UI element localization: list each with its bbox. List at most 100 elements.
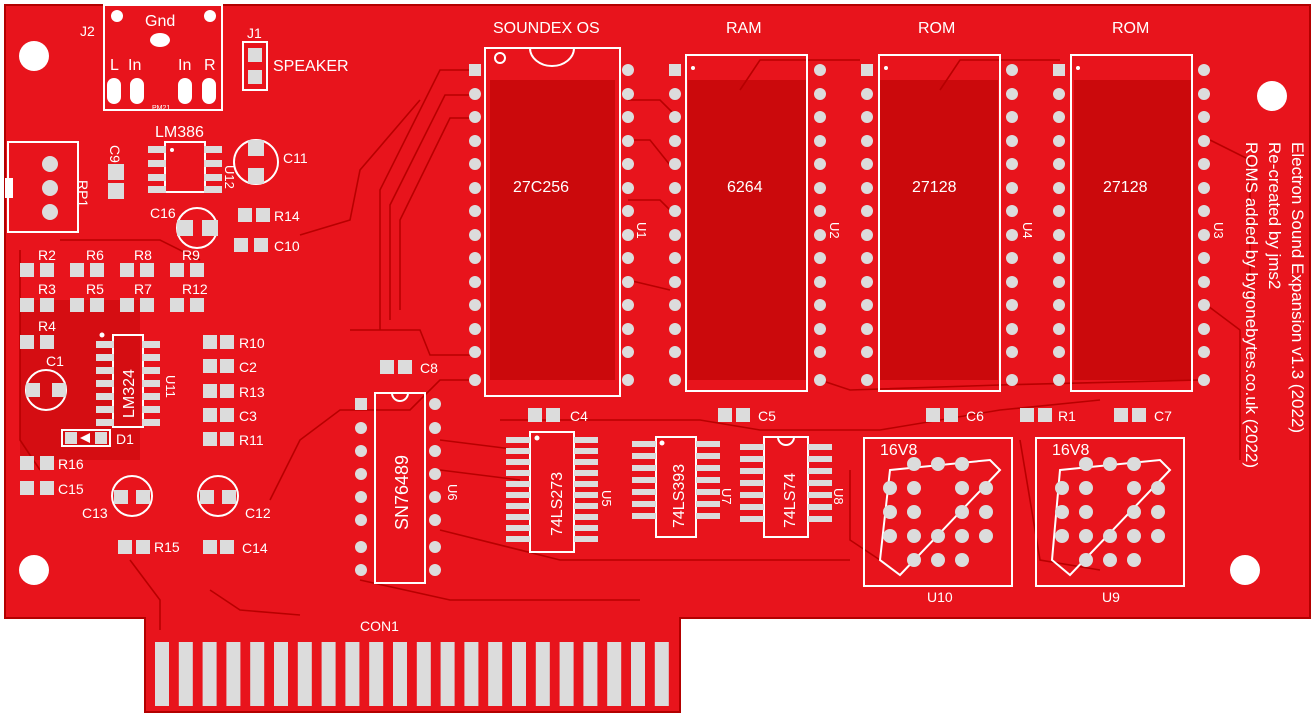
c4-label: C4 [570,408,588,424]
r4-label: R4 [38,318,56,334]
r14-label: R14 [274,208,300,224]
connector-finger [583,642,598,706]
c4-capacitor: C4 [528,408,588,424]
connector-finger [535,642,550,706]
c13-capacitor: C13 [82,475,153,521]
lm386-label: LM386 [155,124,204,141]
u4-rom: ROM 27128 U4 [861,20,1035,392]
in-right-label: In [178,57,191,74]
c6-r1-c7: C6 R1 C7 [926,408,1172,424]
u3-label: U3 [1211,222,1226,239]
c6-label: C6 [966,408,984,424]
connector-finger [488,642,503,706]
chip-header: RAM [726,20,762,37]
r15-label: R15 [154,539,180,555]
u5-label: U5 [599,490,614,507]
c2-label: C2 [239,359,257,375]
c12-label: C12 [245,505,271,521]
chip-part: 27C256 [513,179,569,196]
copper-pours [20,80,1192,460]
u10-plcc: 16V8 U10 [863,437,1013,605]
connector-finger [512,642,526,706]
chip-header: ROM [1112,20,1149,37]
mounting-hole [19,41,49,71]
j2-label: J2 [80,23,95,39]
r3-label: R3 [38,281,56,297]
u8-label: U8 [831,488,846,505]
ls393-label: 74LS393 [671,464,688,528]
c8-label: C8 [420,360,438,376]
u6-label: U6 [445,484,460,501]
c8-capacitor: C8 [380,360,438,376]
r8-label: R8 [134,247,152,263]
rp1-potentiometer: RP1 [5,141,91,233]
mounting-hole [19,555,49,585]
con1-edge-connector: CON1 [155,618,669,706]
connector-finger [631,642,645,706]
passive-column: R10 C2 R13 C3 R11 [203,335,265,448]
connector-finger [297,642,312,706]
in-left-label: In [128,57,141,74]
r16-label: R16 [58,456,84,472]
connector-finger [440,642,455,706]
connector-finger [393,642,407,706]
r11-label: R11 [239,432,264,448]
r9-label: R9 [182,247,200,263]
board-title: Electron Sound Expansion v1.3 (2022) Re-… [1242,142,1307,468]
u4-label: U4 [1020,222,1035,239]
con1-label: CON1 [360,618,399,634]
chip-part: 27128 [1103,179,1148,196]
u1-label: U1 [634,222,649,239]
ls393-ic: 74LS393 U7 [632,436,734,538]
r13-label: R13 [239,384,265,400]
r15-c14: R15 C14 [118,539,268,556]
u11-label: U11 [163,375,178,398]
connector-finger [559,642,574,706]
connector-finger [369,642,384,706]
title-line-1: Electron Sound Expansion v1.3 (2022) [1288,142,1307,433]
speaker-label: SPEAKER [273,58,349,75]
c9-capacitor: C9 [107,145,124,199]
c5-capacitor: C5 [718,408,776,424]
c12-capacitor: C12 [197,475,271,521]
connector-finger [274,642,288,706]
r-label: R [204,57,216,74]
connector-finger [416,642,431,706]
chip-part: 6264 [727,179,763,196]
c3-label: C3 [239,408,257,424]
resistor-bank: R2 R6 R8 R9 R3 R5 R7 R12 R4 [20,247,208,349]
r16-c15: R16 C15 [20,456,84,497]
connector-finger [250,642,265,706]
c1-label: C1 [46,353,64,369]
u9-label: U9 [1102,589,1120,605]
connector-finger [202,642,217,706]
lm324-ic: LM324 U11 [96,332,178,428]
chip-header: ROM [918,20,955,37]
l-label: L [110,57,119,74]
v8b-label: 16V8 [1052,442,1089,459]
u2-ram: RAM 6264 U2 [669,20,842,392]
c1-capacitor: C1 [25,353,67,411]
c11-label: C11 [283,150,308,166]
d1-diode: D1 [61,429,134,447]
connector-finger [178,642,193,706]
connector-finger [654,642,669,706]
chip-header: SOUNDEX OS [493,20,600,37]
d1-label: D1 [116,431,134,447]
r7-label: R7 [134,281,152,297]
connector-finger [321,642,336,706]
c13-label: C13 [82,505,108,521]
lm386-ic: LM386 U12 [148,124,237,193]
u12-label: U12 [222,165,237,189]
c5-label: C5 [758,408,776,424]
u7-label: U7 [719,488,734,505]
connector-finger [345,642,360,706]
sn76489-label: SN76489 [392,455,412,530]
sn76489-ic: SN76489 U6 [355,392,460,584]
ls273-label: 74LS273 [549,472,566,536]
ls74-label: 74LS74 [782,473,799,528]
r5-label: R5 [86,281,104,297]
c7-label: C7 [1154,408,1172,424]
u9-plcc: 16V8 U9 [1035,437,1185,605]
